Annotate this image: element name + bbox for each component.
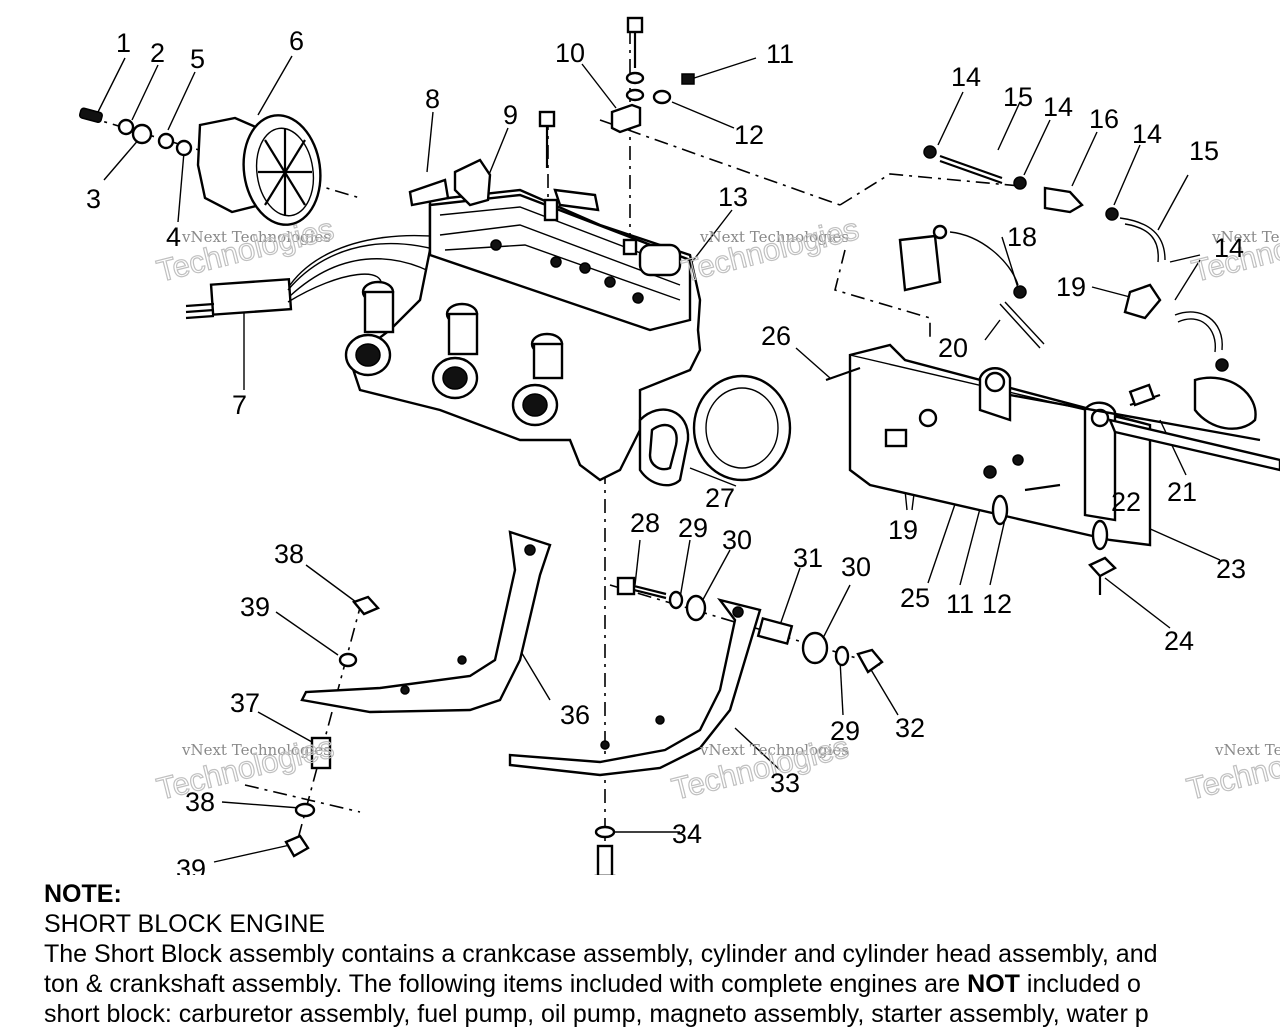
callout-label: 29 [678, 513, 708, 543]
callout-label: 39 [240, 592, 270, 622]
callout-labels: 1 2 3 4 5 6 7 8 9 10 11 12 13 14 15 14 1… [86, 26, 1246, 875]
callout-label: 10 [555, 38, 585, 68]
leader-lines [84, 30, 1221, 875]
callout-label: 12 [982, 589, 1012, 619]
watermark-text: vNext Technologies [1214, 741, 1280, 759]
callout-label: 11 [946, 589, 974, 619]
callout-label: 27 [705, 483, 735, 513]
callout-label: 32 [895, 713, 925, 743]
exploded-parts-diagram: vNext Technologies Technologies vNext Te… [78, 16, 1280, 875]
note-text: ton & crankshaft assembly. The following… [44, 970, 968, 998]
fuel-line-group [898, 145, 1229, 372]
callout-label: 36 [560, 700, 590, 730]
callout-label: 37 [230, 688, 260, 718]
callout-label: 8 [425, 84, 440, 114]
callout-label: 14 [1043, 92, 1073, 122]
watermark-text: vNext Technologies [181, 228, 331, 246]
watermark-text: vNext Technologies [181, 741, 331, 759]
callout-label: 15 [1003, 82, 1033, 112]
carburetors [344, 280, 564, 427]
callout-label: 33 [770, 768, 800, 798]
callout-label: 29 [830, 716, 860, 746]
mount-bolt-group [538, 16, 695, 212]
callout-label: 23 [1216, 554, 1246, 584]
engine-block [344, 158, 792, 487]
note-line: short block: carburetor assembly, fuel p… [44, 1000, 1149, 1028]
callout-label: 12 [734, 120, 764, 150]
callout-label: 14 [1132, 119, 1162, 149]
note-heading: SHORT BLOCK ENGINE [44, 910, 326, 938]
callout-label: 2 [150, 38, 165, 68]
callout-label: 16 [1089, 104, 1119, 134]
callout-label: 1 [116, 28, 131, 58]
note-line: The Short Block assembly contains a cran… [44, 940, 1158, 968]
callout-label: 11 [766, 39, 794, 69]
mount-plate-group [825, 343, 1280, 595]
watermark-text: vNext Technologies [699, 228, 849, 246]
callout-label: 24 [1164, 626, 1194, 656]
callout-label: 38 [274, 539, 304, 569]
callout-label: 19 [888, 515, 918, 545]
callout-label: 4 [166, 222, 181, 252]
starter-pulley-group [78, 107, 322, 226]
callout-label: 20 [938, 333, 968, 363]
callout-label: 34 [672, 819, 702, 849]
callout-label: 21 [1167, 477, 1197, 507]
skid-bracket-group [284, 530, 884, 875]
callout-label: 39 [176, 854, 206, 875]
callout-label: 18 [1007, 222, 1037, 252]
note-emphasis: NOT [967, 970, 1020, 998]
note-text: included o [1019, 970, 1141, 998]
callout-label: 5 [190, 44, 205, 74]
callout-label: 30 [722, 525, 752, 555]
note-section: NOTE: SHORT BLOCK ENGINE The Short Block… [44, 879, 1280, 1029]
callout-label: 19 [1056, 272, 1086, 302]
note-title: NOTE: [44, 880, 122, 908]
watermark-text: vNext Technologies [699, 741, 849, 759]
callout-label: 26 [761, 321, 791, 351]
callout-label: 30 [841, 552, 871, 582]
callout-label: 14 [1214, 233, 1244, 263]
callout-label: 13 [718, 182, 748, 212]
watermark-text: vNext Technologies [1211, 228, 1280, 246]
callout-label: 22 [1111, 487, 1141, 517]
callout-label: 3 [86, 184, 101, 214]
callout-label: 9 [503, 100, 518, 130]
callout-label: 31 [793, 543, 823, 573]
callout-label: 14 [951, 62, 981, 92]
callout-label: 28 [630, 508, 660, 538]
note-line: ton & crankshaft assembly. The following… [44, 969, 1280, 999]
watermark-outline: Technologies [678, 211, 862, 289]
callout-label: 25 [900, 583, 930, 613]
callout-label: 7 [232, 390, 247, 420]
callout-label: 15 [1189, 136, 1219, 166]
callout-label: 38 [185, 787, 215, 817]
callout-label: 6 [289, 26, 304, 56]
